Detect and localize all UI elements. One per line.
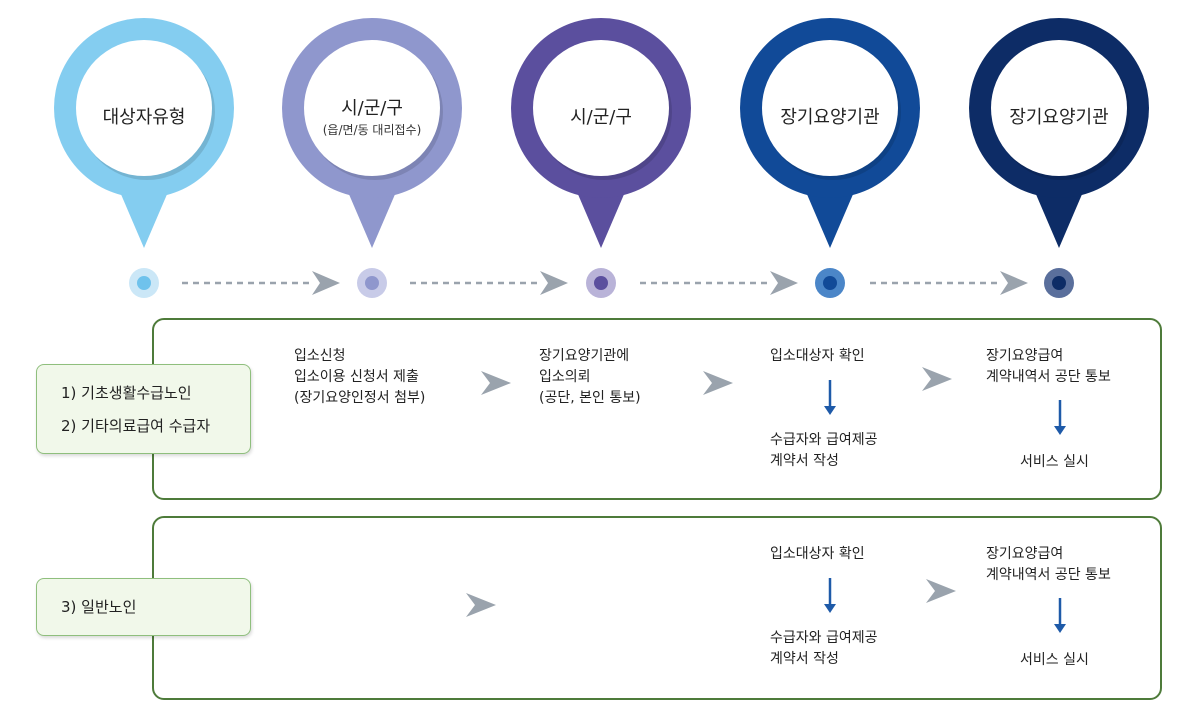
timeline-dot-3	[586, 268, 616, 298]
pin-shape-2	[282, 18, 462, 248]
row1-type-label: 1) 기초생활수급노인 2) 기타의료급여 수급자	[36, 364, 251, 454]
row1-step-apply: 입소신청 입소이용 신청서 제출 (장기요양인정서 첨부)	[294, 346, 425, 409]
row2-step-confirm-line-1: 입소대상자 확인	[770, 546, 865, 562]
row2-step-contract-line-2: 계약서 작성	[770, 651, 839, 667]
timeline-dot-4	[815, 268, 845, 298]
row1-step-notify-line-2: 계약내역서 공단 통보	[986, 369, 1111, 385]
row1-step-notify: 장기요양급여 계약내역서 공단 통보	[986, 346, 1111, 388]
row2-step-contract-line-1: 수급자와 급여제공	[770, 630, 878, 646]
timeline-dot-1	[129, 268, 159, 298]
row2-box	[152, 516, 1162, 700]
dashed-arrow-1	[182, 271, 340, 295]
row1-step-referral-line-2: 입소의뢰	[539, 369, 591, 385]
row1-step-notify-line-1: 장기요양급여	[986, 348, 1064, 364]
row1-step-contract-line-2: 계약서 작성	[770, 453, 839, 469]
arrow-down-icon	[1054, 598, 1066, 633]
pin-2: 시/군/구 (읍/면/동 대리접수)	[276, 12, 468, 252]
pin-shape-5	[969, 18, 1149, 248]
row1-step-service-line-1: 서비스 실시	[1020, 454, 1089, 470]
chevron-right-icon	[926, 579, 956, 603]
timeline-dot-2	[357, 268, 387, 298]
row1-step-referral: 장기요양기관에 입소의뢰 (공단, 본인 통보)	[539, 346, 641, 409]
arrow-down-icon	[824, 380, 836, 415]
pin-shape-1	[54, 18, 234, 248]
pin-1: 대상자유형	[48, 12, 240, 252]
pin-shape-3	[511, 18, 691, 248]
dashed-arrow-2	[410, 271, 568, 295]
pin-3: 시/군/구	[505, 12, 697, 252]
pin-shape-4	[740, 18, 920, 248]
row1-step-contract: 수급자와 급여제공 계약서 작성	[770, 430, 878, 472]
row1-step-apply-line-3: (장기요양인정서 첨부)	[294, 390, 426, 406]
row1-type-line-2: 2) 기타의료급여 수급자	[61, 417, 211, 435]
row1-step-referral-line-1: 장기요양기관에	[539, 348, 630, 364]
pin-title-1: 대상자유형	[102, 106, 186, 128]
chevron-right-icon	[703, 371, 733, 395]
row2-step-notify: 장기요양급여 계약내역서 공단 통보	[986, 544, 1111, 586]
row2-type-line-1: 3) 일반노인	[61, 598, 137, 616]
pin-title-5: 장기요양기관	[1009, 106, 1109, 128]
pin-title-2: 시/군/구	[341, 98, 403, 120]
row2-step-contract: 수급자와 급여제공 계약서 작성	[770, 628, 878, 670]
chevron-right-icon	[481, 371, 511, 395]
row2-step-service-line-1: 서비스 실시	[1020, 652, 1089, 668]
row2-step-notify-line-1: 장기요양급여	[986, 546, 1064, 562]
dashed-arrow-4	[870, 271, 1028, 295]
row2-type-label: 3) 일반노인	[36, 578, 251, 636]
timeline-dot-5	[1044, 268, 1074, 298]
pin-subtitle-2: (읍/면/동 대리접수)	[322, 122, 422, 137]
row1-step-referral-line-3: (공단, 본인 통보)	[539, 390, 641, 406]
arrow-down-icon	[1054, 400, 1066, 435]
row2-step-service: 서비스 실시	[1020, 650, 1089, 671]
pin-5: 장기요양기관	[963, 12, 1155, 252]
row2-step-notify-line-2: 계약내역서 공단 통보	[986, 567, 1111, 583]
pin-4: 장기요양기관	[734, 12, 926, 252]
row1-step-service: 서비스 실시	[1020, 452, 1089, 473]
chevron-right-icon	[466, 593, 496, 617]
row1-step-contract-line-1: 수급자와 급여제공	[770, 432, 878, 448]
dashed-arrow-3	[640, 271, 798, 295]
pin-title-4: 장기요양기관	[780, 106, 880, 128]
chevron-right-icon	[922, 367, 952, 391]
row1-step-apply-line-1: 입소신청	[294, 348, 346, 364]
row2-step-confirm: 입소대상자 확인	[770, 544, 865, 565]
row1-box	[152, 318, 1162, 500]
row1-step-apply-line-2: 입소이용 신청서 제출	[294, 369, 419, 385]
pin-title-3: 시/군/구	[570, 106, 632, 128]
arrow-down-icon	[824, 578, 836, 613]
row1-type-line-1: 1) 기초생활수급노인	[61, 384, 192, 402]
row1-step-confirm: 입소대상자 확인	[770, 346, 865, 367]
row1-step-confirm-line-1: 입소대상자 확인	[770, 348, 865, 364]
